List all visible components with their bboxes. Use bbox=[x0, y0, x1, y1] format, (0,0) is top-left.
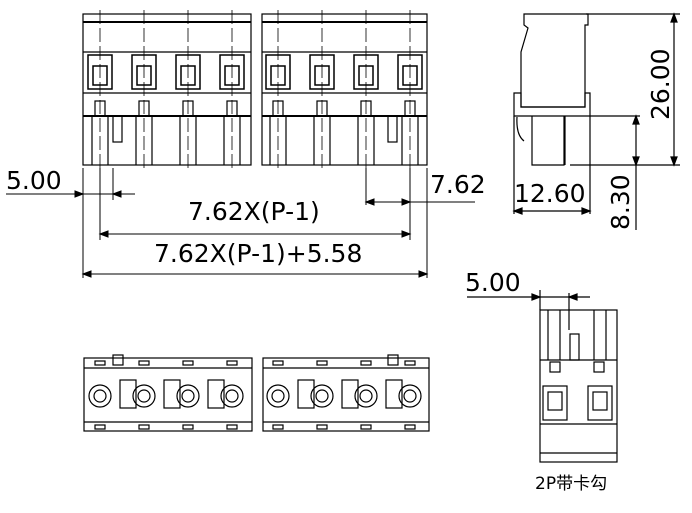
bottom-view bbox=[83, 354, 430, 432]
dim-pitch: 7.62 bbox=[430, 170, 486, 199]
dim-pin-offset-side: 5.00 bbox=[465, 268, 521, 297]
dim-pin-offset-left: 5.00 bbox=[6, 166, 62, 195]
dim-depth: 12.60 bbox=[514, 179, 586, 208]
side-view bbox=[512, 12, 680, 230]
dim-height: 26.00 bbox=[646, 48, 675, 120]
two-pin-view bbox=[467, 290, 618, 463]
caption-2p: 2P带卡勾 bbox=[535, 474, 608, 494]
front-dimensions bbox=[6, 168, 475, 278]
dim-lower-height: 8.30 bbox=[606, 174, 635, 230]
front-view bbox=[82, 10, 428, 168]
dim-pitch-span: 7.62X(P-1) bbox=[188, 197, 320, 226]
dim-overall-length: 7.62X(P-1)+5.58 bbox=[154, 239, 363, 268]
